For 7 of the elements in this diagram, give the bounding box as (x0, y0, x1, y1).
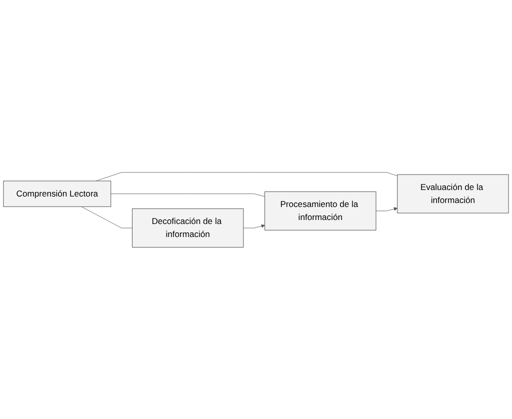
node-box: Comprensión Lectora (3, 180, 112, 206)
node-box: Decoficación de la información (132, 208, 244, 248)
connector (96, 172, 398, 181)
node-box: Procesamiento de la información (264, 191, 376, 230)
connector (81, 206, 132, 228)
node-box: Evaluación de la información (397, 174, 509, 213)
connector (110, 193, 266, 196)
